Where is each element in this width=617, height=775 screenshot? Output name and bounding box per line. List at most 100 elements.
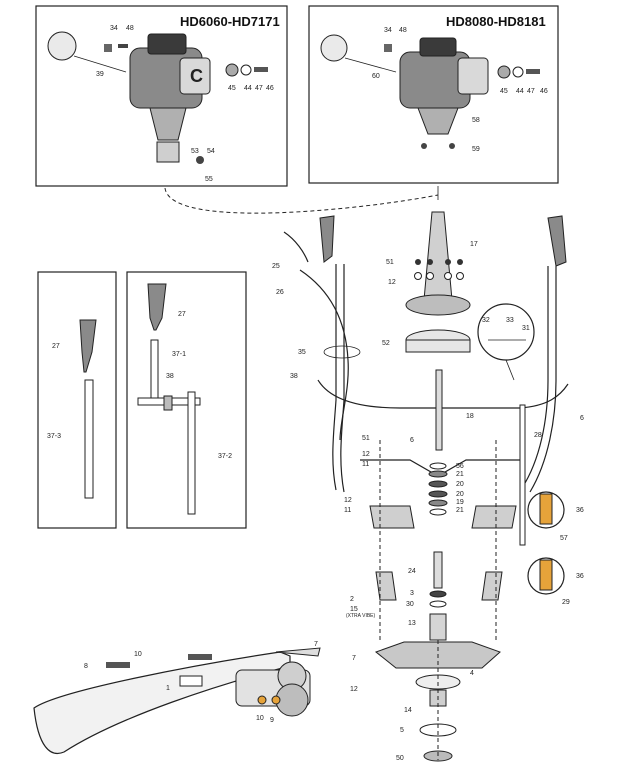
callout: 3 [410,590,414,597]
bracket-icon [179,675,203,687]
callout: 26 [276,289,284,296]
callout: 45 [228,85,236,92]
handle-frame [340,264,345,493]
handle-grip-icon [547,215,567,267]
callout: 2 [350,596,354,603]
callout: 36 [576,507,584,514]
right-engine-panel [308,5,559,184]
callout: 4 [470,670,474,677]
cable-tie-icon [323,345,361,359]
callout: 47 [255,85,263,92]
pole-icon [187,391,196,515]
bolt-icon [526,69,540,74]
callout: 12 [344,497,352,504]
callout: 10 [256,715,264,722]
callout: 37-2 [218,453,232,460]
callout: 38 [290,373,298,380]
callout: 51 [386,259,394,266]
callout: 18 [466,413,474,420]
handle-grip-icon [79,319,97,373]
callout: 37-1 [172,351,186,358]
callout: (XTRA VIBE) [346,613,376,619]
callout: 31 [522,325,530,332]
cable-icon [299,269,349,441]
panel-title-left: HD6060-HD7171 [180,14,280,29]
bolt-group [414,259,464,280]
clamp-icon [163,395,173,411]
handle-frame [529,266,557,493]
svg-text:C: C [190,66,203,86]
detail-circle [527,557,565,595]
callout: 46 [540,88,548,95]
callout: 10 [134,651,142,658]
callout: 9 [270,717,274,724]
hand-icon [320,34,348,62]
callout: 34 [110,25,118,32]
callout: 47 [527,88,535,95]
callout: 20 [456,491,464,498]
bolt-icon [106,662,130,668]
callout: 12 [362,451,370,458]
handle-grip-icon [147,283,167,331]
handle-frame [332,264,337,491]
nut-icon [512,66,524,78]
callout: 51 [362,435,370,442]
handle-box-a: 27 37-3 [37,271,117,529]
callout: 21 [456,507,464,514]
engine-icon: C [129,33,211,163]
callout: 58 [472,117,480,124]
callout: 29 [562,599,570,606]
connector-line [164,187,439,214]
callout: 20 [456,481,464,488]
bolt-icon [384,44,392,52]
callout: 36 [576,573,584,580]
callout: 32 [482,317,490,324]
callout: 44 [244,85,252,92]
shaft-icon [435,369,443,451]
hand-icon [47,31,77,61]
callout: 37-3 [47,433,61,440]
callout: 13 [408,620,416,627]
callout: 5 [400,727,404,734]
callout: 11 [344,507,351,514]
callout: 1 [166,685,170,692]
left-engine-panel: C [35,5,288,187]
callout: 8 [84,663,88,670]
callout: 14 [404,707,412,714]
bracket-icon [369,505,415,529]
callout: 55 [205,176,213,183]
bearing-icon [429,613,447,641]
detail-circle [477,303,535,361]
flange-icon [405,294,471,316]
callout: 54 [207,148,215,155]
callout: 7 [314,641,318,648]
housing-icon [423,211,453,301]
bolt-icon [118,44,128,48]
pole-icon [519,404,526,546]
bolt-icon [188,654,212,660]
shaft-icon [433,551,443,589]
main-assembly [283,211,569,762]
callout: 24 [408,568,416,575]
callout: 35 [298,349,306,356]
left-engine-callouts: 34 48 39 45 44 47 46 53 54 55 [96,25,274,183]
handle-frame [521,266,549,489]
callout: 60 [372,73,380,80]
callout: 15 [350,606,358,613]
callout: 28 [534,432,542,439]
bolt-icon [449,143,455,149]
washer-icon [497,65,511,79]
right-engine-callouts: 34 48 60 45 44 47 46 58 59 [372,27,548,153]
nut-icon [196,156,204,164]
callout: 6 [580,415,584,422]
callout: 17 [470,241,478,248]
callout: 38 [166,373,174,380]
bolt-icon [421,143,427,149]
panel-title-right: HD8080-HD8181 [446,14,546,29]
callout: 46 [266,85,274,92]
callout: 11 [362,461,369,468]
washer-icon [225,63,239,77]
bracket-icon [481,571,503,601]
